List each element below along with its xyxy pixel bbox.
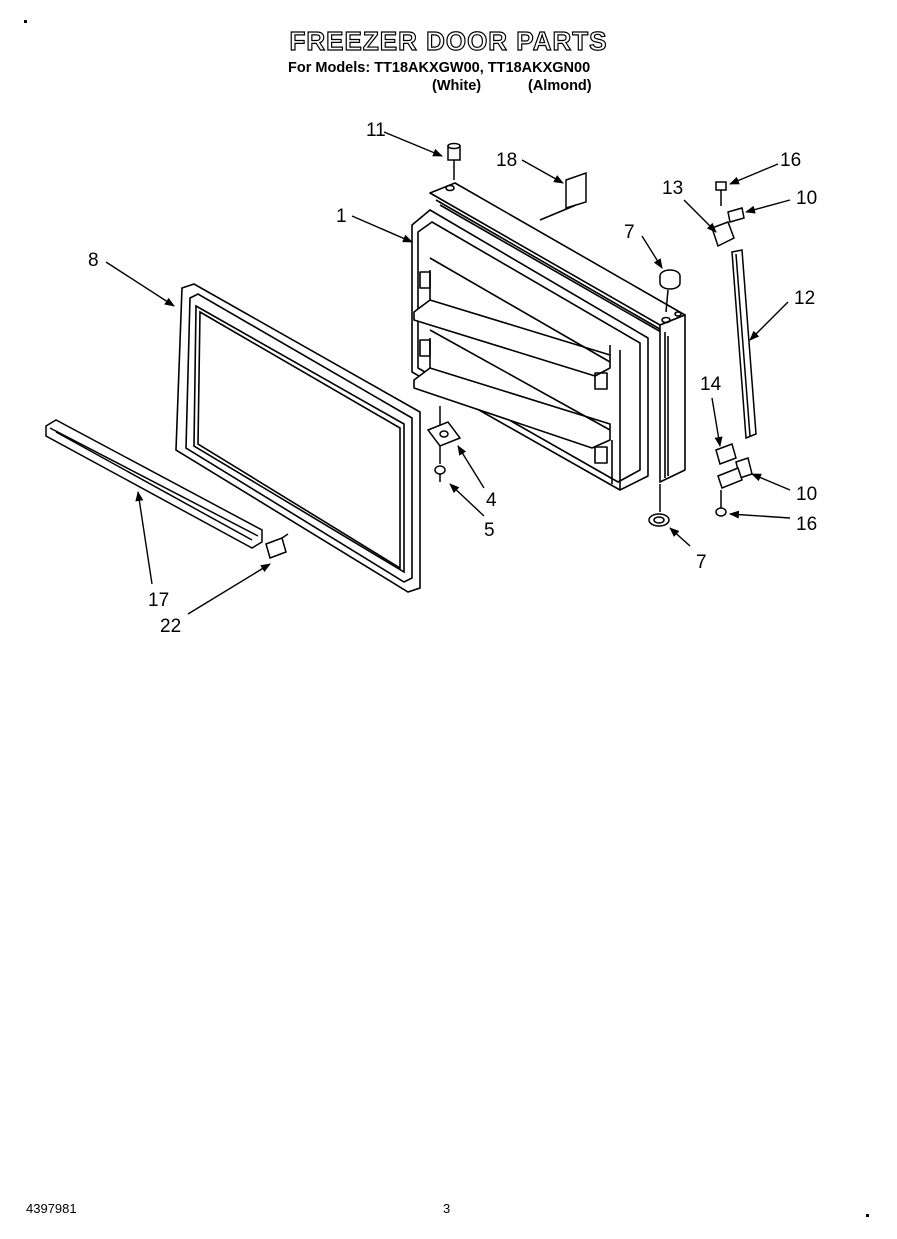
leader-lines: [105, 131, 791, 615]
callout-13: 13: [662, 178, 683, 199]
callout-16-top: 16: [780, 150, 801, 171]
color-almond-label: (Almond): [528, 78, 592, 94]
part-7-cap-bottom: [648, 484, 670, 527]
callout-5: 5: [484, 520, 495, 541]
door-panel: [411, 182, 686, 491]
models-line: For Models: TT18AKXGW00, TT18AKXGN00: [288, 60, 591, 76]
callout-8: 8: [88, 250, 99, 271]
part-8-gasket: [175, 283, 421, 593]
part-22-endcap: [265, 533, 289, 559]
callout-17: 17: [148, 590, 169, 611]
part-4-5-hinge-screw: [426, 406, 462, 482]
page-title: FREEZER DOOR PARTS: [289, 25, 608, 56]
part-7-cap-top: [659, 269, 681, 313]
part-17-trim: [45, 419, 263, 549]
callout-numbers: 11 18 16 13 10 1 7 8 12 14 10 4 5 16 7 1…: [88, 120, 817, 637]
callout-1: 1: [336, 206, 347, 227]
color-white-label: (White): [432, 78, 482, 94]
callout-10-bottom: 10: [796, 484, 817, 505]
part-11-plug: [447, 142, 461, 180]
callout-4: 4: [486, 490, 497, 511]
part-18-label: [539, 171, 587, 221]
callout-7-bottom: 7: [696, 552, 707, 573]
corner-mark: [24, 20, 27, 23]
document-number: 4397981: [26, 1201, 77, 1216]
callout-16-bottom: 16: [796, 514, 817, 535]
callout-10-top: 10: [796, 188, 817, 209]
page-number: 3: [443, 1201, 451, 1216]
callout-7-top: 7: [624, 222, 635, 243]
corner-mark: [866, 1214, 869, 1217]
callout-14: 14: [700, 374, 722, 395]
callout-22: 22: [160, 616, 181, 637]
callout-18: 18: [496, 150, 517, 171]
callout-12: 12: [794, 288, 815, 309]
callout-11: 11: [366, 120, 386, 141]
hinge-assembly: [711, 181, 757, 517]
